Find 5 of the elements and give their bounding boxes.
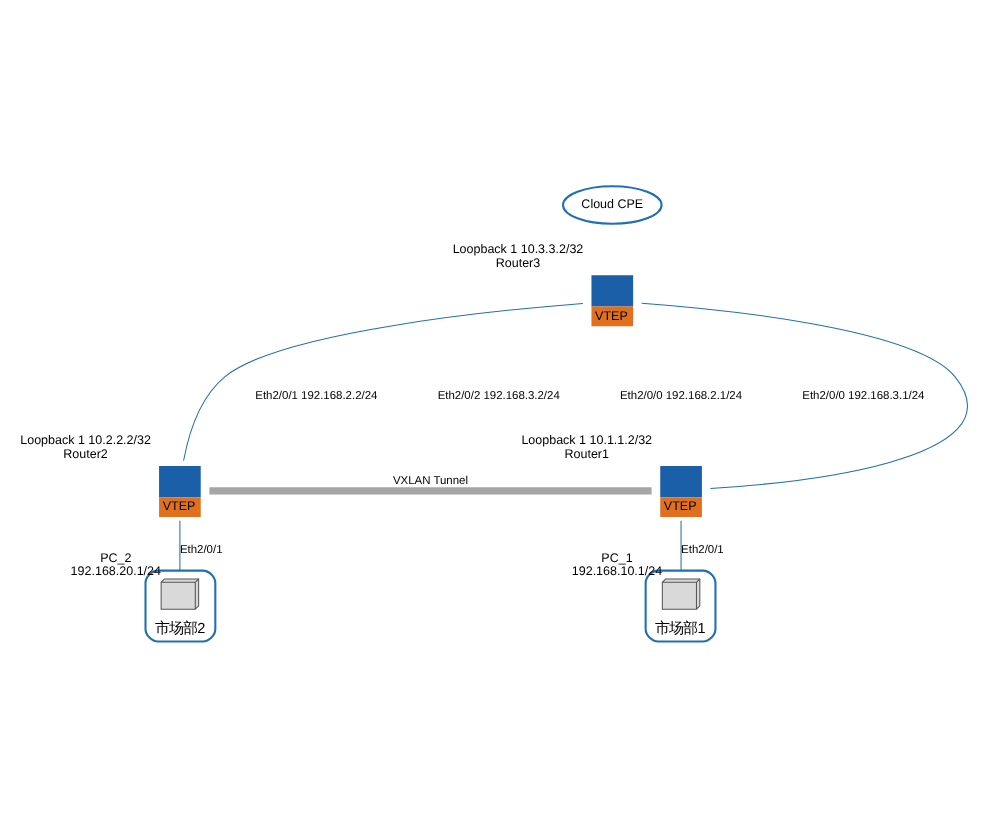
connector — [183, 301, 584, 461]
connector — [179, 519, 181, 571]
connector — [641, 301, 967, 488]
connector — [209, 486, 652, 494]
connector — [680, 519, 682, 571]
